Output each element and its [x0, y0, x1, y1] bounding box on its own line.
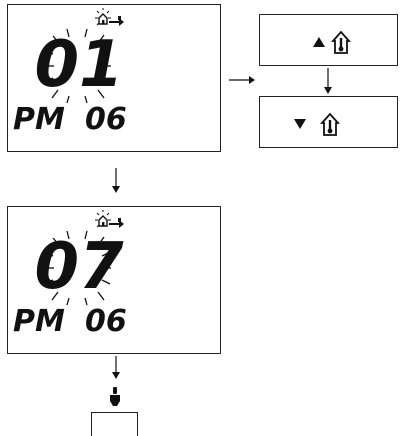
arrow-down-icon — [112, 168, 120, 193]
house-program-icon — [95, 210, 124, 228]
hour-digits: 06 — [85, 304, 127, 339]
arrow-down-icon — [112, 356, 120, 379]
lcd-screen-2-content: 07 PM 06 — [13, 210, 127, 339]
blink-rays — [44, 28, 111, 104]
triangle-up-icon — [313, 37, 325, 47]
house-thermometer-icon — [319, 112, 341, 136]
lcd-screen-2 — [7, 206, 221, 354]
house-thermometer-icon — [330, 30, 352, 54]
temp-up-button[interactable] — [259, 14, 398, 66]
hand-press-icon — [110, 387, 120, 406]
hour-digits: 06 — [85, 102, 127, 137]
arrow-down-icon — [324, 68, 332, 94]
ampm-indicator: PM — [13, 304, 65, 339]
house-program-icon — [95, 8, 124, 26]
set-button[interactable] — [91, 412, 138, 436]
arrow-right-icon — [229, 76, 255, 84]
blink-rays — [44, 230, 111, 306]
day-digits: 01 — [34, 28, 123, 102]
lcd-screen-1-content: 01 PM 06 — [13, 8, 127, 137]
day-digits: 07 — [34, 230, 124, 304]
lcd-screen-1 — [7, 4, 221, 152]
temp-down-button[interactable] — [259, 96, 398, 148]
triangle-down-icon — [294, 119, 306, 129]
ampm-indicator: PM — [13, 102, 65, 137]
